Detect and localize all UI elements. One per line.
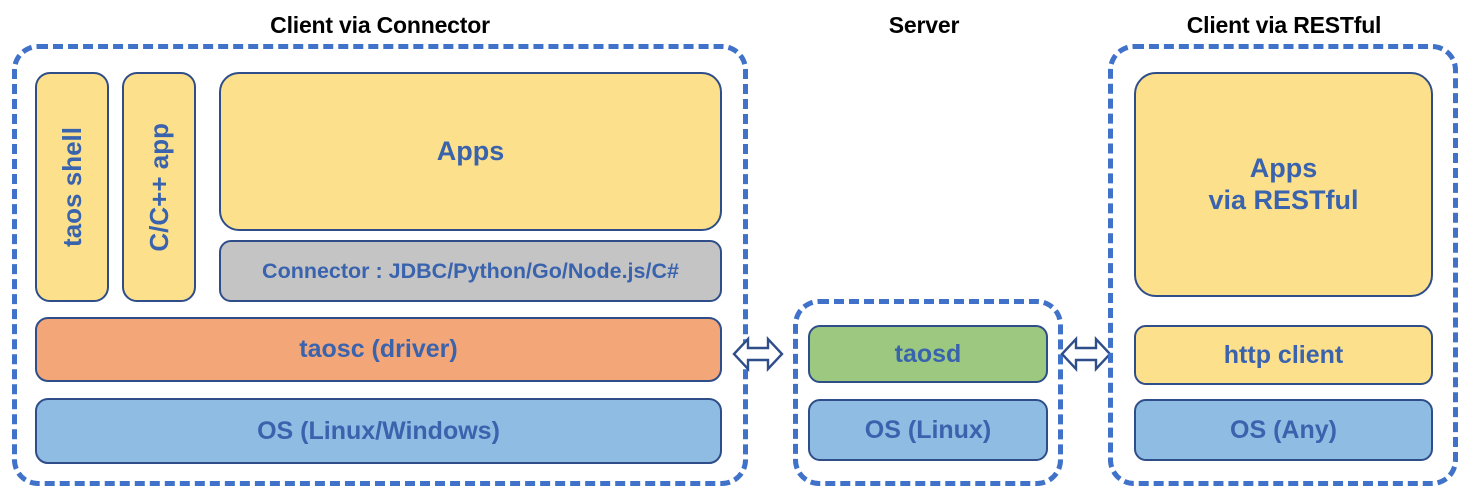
group-client-via-connector [12,44,748,486]
double-arrow-client-to-server [732,330,784,378]
box-http-client-label: http client [1223,340,1344,369]
box-apps-via-restful[interactable]: Apps via RESTful [1134,72,1433,297]
group-client-via-restful [1108,44,1458,486]
box-c-cpp-app-label: C/C++ app [143,122,174,252]
box-taosd[interactable]: taosd [808,325,1048,383]
box-taosc-driver-label: taosc (driver) [299,335,458,363]
box-apps-label: Apps [436,135,505,166]
box-apps-via-restful-label-line1: Apps [1249,153,1318,184]
double-arrow-server-to-restful-client [1060,330,1112,378]
box-apps-via-restful-label: Apps via RESTful [1208,153,1358,216]
box-connector[interactable]: Connector : JDBC/Python/Go/Node.js/C# [219,240,722,302]
box-taosc-driver[interactable]: taosc (driver) [35,317,722,382]
group-server [793,299,1063,486]
box-os-linux-windows[interactable]: OS (Linux/Windows) [35,398,722,464]
box-taos-shell[interactable]: taos shell [35,72,109,302]
box-os-any-label: OS (Any) [1230,415,1337,444]
box-os-linux-label: OS (Linux) [864,415,992,444]
section-title-server: Server [888,12,960,38]
box-apps[interactable]: Apps [219,72,722,231]
section-title-client-via-restful: Client via RESTful [1186,12,1382,38]
box-http-client[interactable]: http client [1134,325,1433,385]
box-c-cpp-app[interactable]: C/C++ app [122,72,196,302]
box-taos-shell-label: taos shell [56,127,87,247]
section-title-client-via-connector: Client via Connector [270,12,490,38]
box-taosd-label: taosd [894,339,962,368]
box-connector-label: Connector : JDBC/Python/Go/Node.js/C# [262,258,679,283]
box-os-any[interactable]: OS (Any) [1134,399,1433,461]
box-os-linux-windows-label: OS (Linux/Windows) [257,416,500,445]
box-os-linux[interactable]: OS (Linux) [808,399,1048,461]
box-apps-via-restful-label-line2: via RESTful [1208,184,1359,215]
